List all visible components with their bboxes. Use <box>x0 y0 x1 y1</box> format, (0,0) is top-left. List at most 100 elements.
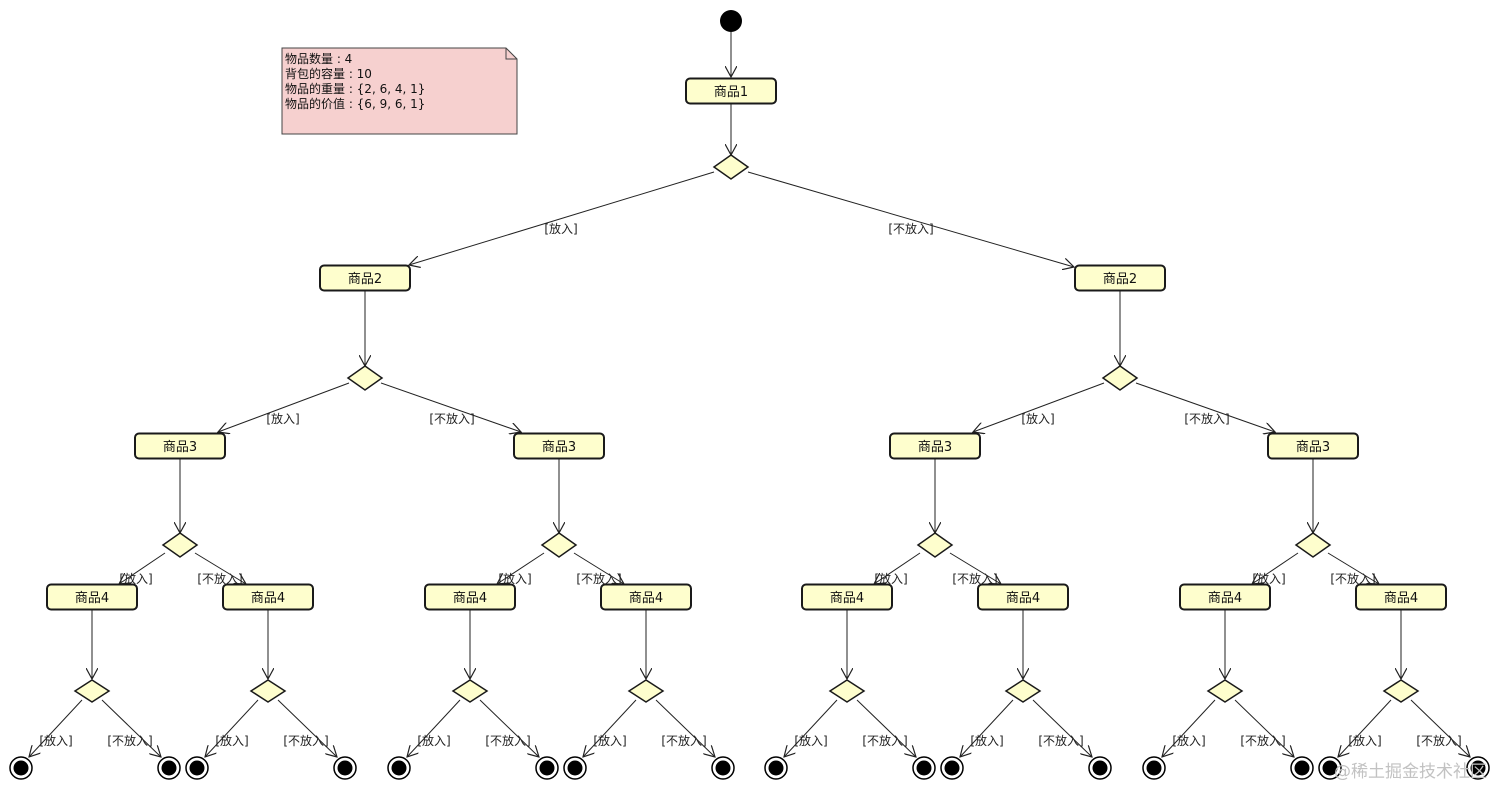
flow-arrow <box>583 699 637 757</box>
decision-diamond <box>540 532 578 558</box>
item-node-label: 商品2 <box>1103 272 1137 287</box>
branch-label-put: [放入] <box>794 733 827 748</box>
decision-diamond <box>73 679 111 703</box>
item-node-4: 商品4 <box>600 583 692 611</box>
branch-label-put: [放入] <box>266 411 299 426</box>
item-node-box <box>977 583 1069 611</box>
flow-arrow <box>1327 552 1379 584</box>
item-node-3: 商品3 <box>513 432 605 460</box>
end-node-core <box>715 760 731 776</box>
flow-arrow <box>479 699 539 757</box>
flow-arrow <box>1338 699 1392 757</box>
item-node-4: 商品4 <box>1179 583 1271 611</box>
flow-arrow <box>409 171 715 265</box>
end-node-core <box>189 760 205 776</box>
item-node-4: 商品4 <box>222 583 314 611</box>
item-node-4: 商品4 <box>46 583 138 611</box>
item-node-3: 商品3 <box>134 432 226 460</box>
decision-diamond <box>828 679 866 703</box>
item-node-box <box>424 583 516 611</box>
flow-arrow <box>1162 699 1216 757</box>
end-node-core <box>1294 760 1310 776</box>
flow-arrow <box>856 699 916 757</box>
item-node-label: 商品1 <box>714 85 748 100</box>
branch-label-skip: [不放入] <box>661 733 706 748</box>
end-node-core <box>337 760 353 776</box>
item-node-box <box>1179 583 1271 611</box>
end-node-core <box>1092 760 1108 776</box>
branch-label-skip: [不放入] <box>107 733 152 748</box>
branch-label-skip: [不放入] <box>888 221 933 236</box>
flow-arrow <box>784 699 838 757</box>
branch-label-put: [放入] <box>874 571 907 586</box>
branch-label-put: [放入] <box>970 733 1003 748</box>
branch-label-skip: [不放入] <box>1038 733 1083 748</box>
branch-label-put: [放入] <box>1252 571 1285 586</box>
end-node-core <box>916 760 932 776</box>
item-node-label: 商品3 <box>918 440 952 455</box>
item-node-2: 商品2 <box>1074 264 1166 292</box>
end-node-core <box>1146 760 1162 776</box>
item-node-label: 商品4 <box>629 591 663 606</box>
flow-arrow <box>497 552 545 584</box>
branch-label-put: [放入] <box>39 733 72 748</box>
item-node-label: 商品4 <box>75 591 109 606</box>
branch-label-skip: [不放入] <box>283 733 328 748</box>
decision-diamond <box>1206 679 1244 703</box>
item-node-label: 商品2 <box>348 272 382 287</box>
item-node-4: 商品4 <box>424 583 516 611</box>
branch-label-put: [放入] <box>1021 411 1054 426</box>
end-node-core <box>1322 760 1338 776</box>
item-node-3: 商品3 <box>1267 432 1359 460</box>
end-node-core <box>161 760 177 776</box>
decision-diamond <box>1101 365 1139 391</box>
flow-arrow <box>1234 699 1294 757</box>
flow-arrow <box>747 171 1074 267</box>
item-node-4: 商品4 <box>1355 583 1447 611</box>
flow-arrow <box>949 552 1001 584</box>
branch-label-put: [放入] <box>498 571 531 586</box>
branch-label-skip: [不放入] <box>197 571 242 586</box>
flow-arrow <box>407 699 461 757</box>
flow-arrow <box>573 552 624 584</box>
end-node-core <box>391 760 407 776</box>
flow-arrow <box>380 382 521 432</box>
branch-label-skip: [不放入] <box>1184 411 1229 426</box>
item-node-box <box>1355 583 1447 611</box>
flow-arrow <box>1032 699 1092 757</box>
flow-arrow <box>973 382 1105 432</box>
item-node-box <box>1074 264 1166 292</box>
item-node-label: 商品4 <box>1384 591 1418 606</box>
start-node <box>720 10 742 32</box>
item-node-box <box>1267 432 1359 460</box>
decision-diamond <box>712 154 750 180</box>
item-node-box <box>889 432 981 460</box>
flow-arrow <box>655 699 715 757</box>
item-node-4: 商品4 <box>801 583 893 611</box>
item-node-label: 商品4 <box>1208 591 1242 606</box>
decision-diamond <box>627 679 665 703</box>
item-node-4: 商品4 <box>977 583 1069 611</box>
item-node-box <box>222 583 314 611</box>
item-node-label: 商品4 <box>1006 591 1040 606</box>
item-node-box <box>600 583 692 611</box>
end-node-core <box>1470 760 1486 776</box>
decision-diamond <box>346 365 384 391</box>
item-node-box <box>46 583 138 611</box>
decision-diamond <box>1382 679 1420 703</box>
note-capacity: 背包的容量 : 10 <box>285 66 372 81</box>
note-item-count: 物品数量 : 4 <box>285 51 352 66</box>
branch-label-skip: [不放入] <box>1416 733 1461 748</box>
flow-arrow <box>1252 552 1299 584</box>
item-node-box <box>319 264 411 292</box>
end-node-core <box>13 760 29 776</box>
branch-label-skip: [不放入] <box>429 411 474 426</box>
branch-label-skip: [不放入] <box>1330 571 1375 586</box>
flow-arrow <box>194 552 246 584</box>
branch-label-skip: [不放入] <box>1240 733 1285 748</box>
decision-diamond <box>161 532 199 558</box>
flow-arrow <box>1410 699 1470 757</box>
flow-arrow <box>1135 382 1275 432</box>
branch-label-skip: [不放入] <box>485 733 530 748</box>
